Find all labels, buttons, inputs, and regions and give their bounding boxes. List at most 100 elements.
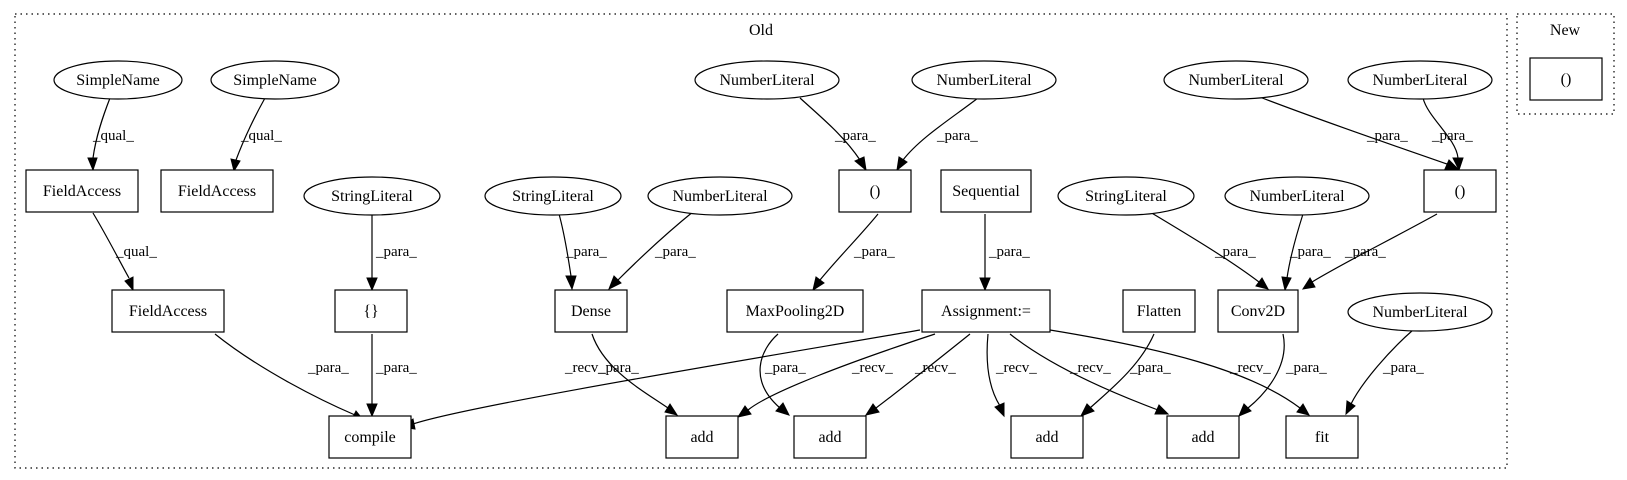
svg-text:NumberLiteral: NumberLiteral [672, 188, 768, 205]
node-dense: Dense [554, 289, 628, 333]
edge-label: _qual_ [92, 128, 134, 144]
edge-label: _para_ [597, 360, 639, 376]
svg-text:NumberLiteral: NumberLiteral [1372, 72, 1468, 89]
edge-assignment-compile: _recv_ [399, 329, 921, 430]
node-fieldaccess-1: FieldAccess [25, 169, 139, 213]
node-paren-conv: () [1423, 169, 1497, 213]
edges: _qual_ _qual_ _qual_ _para_ _para_ [87, 95, 1473, 430]
svg-text:(): () [870, 183, 881, 200]
edge-label: _recv_ [1229, 360, 1271, 376]
svg-text:SimpleName: SimpleName [76, 72, 160, 89]
node-paren-pool: () [838, 169, 912, 213]
svg-text:add: add [1191, 429, 1214, 446]
node-add-2: add [793, 415, 867, 459]
node-fieldaccess-3: FieldAccess [111, 289, 225, 333]
svg-text:add: add [818, 429, 841, 446]
edge-label: _para_ [1214, 244, 1256, 260]
svg-text:Sequential: Sequential [952, 183, 1020, 200]
edge-assignment-add1: _recv_ [736, 333, 936, 418]
edge-assignment-add2: _recv_ [864, 333, 971, 416]
node-fit: fit [1285, 415, 1359, 459]
edge-label: _para_ [1431, 128, 1473, 144]
node-numberliteral-conv-a: NumberLiteral [1163, 60, 1309, 100]
svg-text:Flatten: Flatten [1137, 303, 1181, 320]
svg-text:NumberLiteral: NumberLiteral [719, 72, 815, 89]
svg-text:FieldAccess: FieldAccess [43, 183, 121, 200]
edge-sequential-assignment: _para_ [979, 214, 1030, 292]
node-fieldaccess-2: FieldAccess [160, 169, 274, 213]
node-numberliteral-pool-b: NumberLiteral [911, 60, 1057, 100]
cluster-new-label: New [1550, 22, 1581, 39]
edge-label: _para_ [1382, 360, 1424, 376]
node-sequential: Sequential [940, 169, 1032, 213]
svg-text:FieldAccess: FieldAccess [178, 183, 256, 200]
node-numberliteral-dense: NumberLiteral [647, 176, 793, 216]
edge-maxpooling-add2: _para_ [759, 333, 806, 416]
edge-label: _para_ [1129, 360, 1171, 376]
svg-text:{}: {} [363, 303, 378, 320]
edge-dense-add1: _para_ [591, 333, 679, 416]
svg-text:fit: fit [1315, 429, 1330, 446]
edge-label: _para_ [375, 360, 417, 376]
svg-text:FieldAccess: FieldAccess [129, 303, 207, 320]
edge-numberliteral-fit: _para_ [1345, 329, 1424, 416]
edge-numberliteral-conv-a: _para_ [1256, 95, 1460, 170]
edge-flatten-add3: _para_ [1079, 333, 1171, 417]
cluster-old-label: Old [749, 22, 773, 39]
edge-label: _recv_ [851, 360, 893, 376]
edge-label: _para_ [1366, 128, 1408, 144]
edge-label: _para_ [988, 244, 1030, 260]
edge-label: _para_ [375, 244, 417, 260]
edge-assignment-fit: _recv_ [1049, 329, 1310, 416]
cluster-old: Old [14, 13, 1508, 469]
edge-label: _para_ [565, 244, 607, 260]
node-flatten: Flatten [1122, 289, 1196, 333]
edge-label: _para_ [654, 244, 696, 260]
edge-pconv-conv2d: _para_ [1301, 213, 1438, 290]
node-stringliteral-1: StringLiteral [303, 176, 441, 216]
node-numberliteral-pool-a: NumberLiteral [694, 60, 840, 100]
svg-text:(): () [1455, 183, 1466, 200]
edge-label: _para_ [834, 128, 876, 144]
svg-text:StringLiteral: StringLiteral [1085, 188, 1167, 205]
node-numberliteral-conv-c: NumberLiteral [1224, 176, 1370, 216]
cluster-new: New [1516, 13, 1615, 115]
node-braces: {} [334, 289, 408, 333]
node-numberliteral-fit: NumberLiteral [1347, 292, 1493, 332]
edge-label: _para_ [1344, 244, 1386, 260]
node-add-1: add [665, 415, 739, 459]
edge-label: _para_ [764, 360, 806, 376]
edge-numberliteral-pool-b: _para_ [896, 97, 979, 172]
node-simplename-2: SimpleName [210, 60, 340, 100]
svg-text:NumberLiteral: NumberLiteral [936, 72, 1032, 89]
edge-stringliteral1-braces: _para_ [366, 214, 417, 292]
edge-label: _para_ [1285, 360, 1327, 376]
svg-text:add: add [1035, 429, 1058, 446]
nodes: SimpleName SimpleName NumberLiteral Numb… [25, 57, 1603, 459]
svg-text:Assignment:=: Assignment:= [941, 303, 1031, 320]
edge-label: _recv_ [1069, 360, 1111, 376]
edge-stringliteral3-conv2d: _para_ [1149, 211, 1269, 290]
svg-text:NumberLiteral: NumberLiteral [1372, 304, 1468, 321]
edge-label: _para_ [307, 360, 349, 376]
node-simplename-1: SimpleName [53, 60, 183, 100]
edge-pool-maxpooling2d: _para_ [812, 213, 895, 292]
svg-text:Dense: Dense [571, 303, 611, 320]
node-conv2d: Conv2D [1217, 289, 1299, 333]
node-maxpooling2d: MaxPooling2D [726, 289, 864, 333]
edge-fieldaccess1-fieldaccess3: _qual_ [92, 212, 157, 292]
node-numberliteral-conv-b: NumberLiteral [1347, 60, 1493, 100]
svg-text:NumberLiteral: NumberLiteral [1249, 188, 1345, 205]
node-assignment: Assignment:= [921, 289, 1051, 333]
edge-label: _qual_ [115, 244, 157, 260]
svg-text:MaxPooling2D: MaxPooling2D [746, 303, 845, 320]
edge-numberliteral-conv-b: _para_ [1422, 97, 1473, 172]
node-paren-new: () [1529, 57, 1603, 101]
edge-assignment-add3: _recv_ [986, 333, 1037, 418]
edge-label: _qual_ [240, 128, 282, 144]
node-compile: compile [328, 415, 412, 459]
svg-text:compile: compile [344, 429, 396, 446]
edge-label: _recv_ [914, 360, 956, 376]
svg-text:add: add [690, 429, 713, 446]
edge-label: _recv_ [995, 360, 1037, 376]
